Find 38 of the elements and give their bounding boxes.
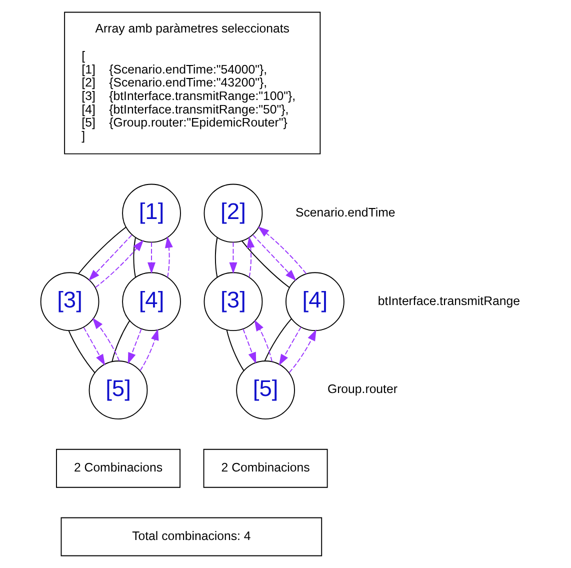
connector [226,329,244,372]
node-circle: [4] [122,272,181,332]
node-box: Array amb paràmetres seleccionats [ [1] {Scenario.endTime:"54000"}, [2] {Scenario.endTime:"43200"}, [3] {btInterface.transmitRange:"100"}, [4] {btInterface.transmitRange:"50"}, [5] {Group.router:"EpidemicRouter"} ] [64,12,321,154]
connector [112,320,130,362]
arrow [92,318,120,362]
arrow [148,242,156,274]
arrow [278,326,302,366]
node-circle: [3] [40,272,100,332]
arrow [88,234,132,281]
node-circle: [4] [286,272,344,332]
connector [242,240,290,288]
label: Group.router [327,382,398,396]
arrow [229,242,238,274]
label: Scenario.endTime [296,205,396,220]
arrow [246,236,255,278]
node-circle: [1] [122,184,181,243]
label: btInterface.transmitRange [378,294,520,308]
arrow [164,236,173,278]
arrow [288,329,316,374]
arrow [140,328,159,372]
arrow [258,226,307,274]
arrow [94,240,144,288]
node-circle: [2] [204,184,263,243]
arrow [242,328,256,364]
connector [68,330,96,374]
node-circle: [5] [236,360,295,420]
connector [133,237,136,278]
node-box: Total combinacions: 4 [60,517,322,556]
connector [264,318,292,362]
arrow [128,328,142,364]
arrow [83,327,106,366]
arrow [254,320,272,362]
node-circle: [5] [88,360,148,420]
connector [214,237,218,278]
node-box: 2 Combinacions [203,448,328,488]
connector [78,226,126,274]
node-box: 2 Combinacions [56,448,180,488]
arrow [252,234,296,281]
